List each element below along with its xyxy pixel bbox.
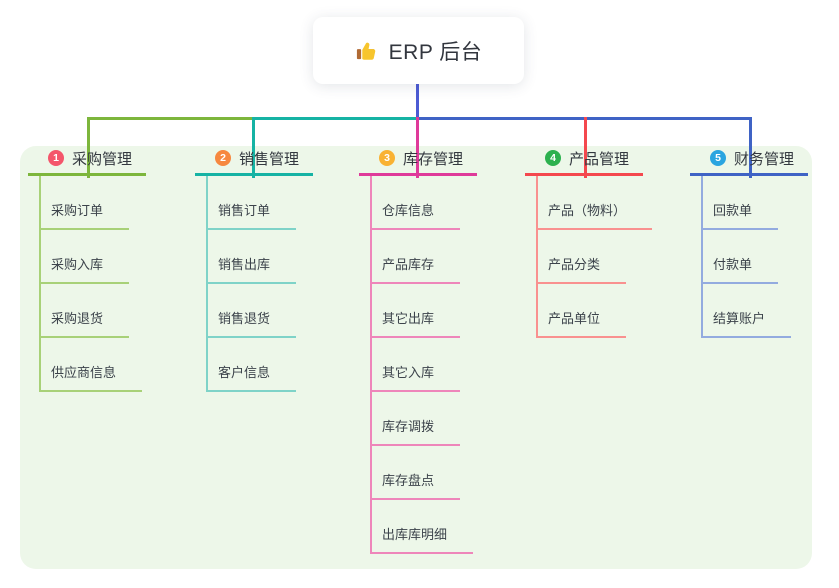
child-node[interactable]: 回款单	[703, 176, 779, 230]
branch-label: 销售管理	[239, 150, 300, 168]
branch-label: 库存管理	[403, 150, 464, 168]
thumbs-up-icon	[355, 39, 378, 62]
child-node-label: 出库库明细	[382, 527, 448, 542]
child-node[interactable]: 采购订单	[41, 176, 130, 230]
branch-2: 2 销售管理 销售订单 销售出库 销售退货 客户信息	[195, 146, 313, 392]
branch-number-badge: 3	[379, 150, 395, 166]
child-node[interactable]: 出库库明细	[372, 500, 474, 554]
child-node[interactable]: 其它入库	[372, 338, 461, 392]
child-node[interactable]: 销售退货	[208, 284, 297, 338]
child-node-label: 销售订单	[218, 203, 271, 218]
branch-header[interactable]: 3 库存管理	[359, 146, 477, 176]
child-node[interactable]: 采购入库	[41, 230, 130, 284]
child-node[interactable]: 供应商信息	[41, 338, 143, 392]
bus-line-segment-1	[87, 117, 254, 120]
child-node-label: 产品库存	[382, 257, 435, 272]
child-node-label: 产品分类	[548, 257, 601, 272]
child-node-label: 仓库信息	[382, 203, 435, 218]
child-node-label: 其它出库	[382, 311, 435, 326]
branch-connector-line-5	[749, 117, 752, 178]
branch-label: 产品管理	[569, 150, 630, 168]
child-node[interactable]: 库存调拨	[372, 392, 461, 446]
child-node-label: 采购入库	[51, 257, 104, 272]
child-node[interactable]: 库存盘点	[372, 446, 461, 500]
child-node-label: 客户信息	[218, 365, 271, 380]
child-node[interactable]: 付款单	[703, 230, 779, 284]
branch-children: 销售订单 销售出库 销售退货 客户信息	[206, 176, 297, 392]
branch-header[interactable]: 5 财务管理	[690, 146, 808, 176]
child-node-label: 结算账户	[713, 311, 766, 326]
child-node-label: 库存调拨	[382, 419, 435, 434]
child-node-label: 供应商信息	[51, 365, 117, 380]
branch-3: 3 库存管理 仓库信息 产品库存 其它出库 其它入库 库存调拨 库存盘点 出库库…	[359, 146, 477, 554]
root-title: ERP 后台	[388, 40, 483, 64]
bus-line-segment-2	[252, 117, 418, 120]
child-node-label: 回款单	[713, 203, 753, 218]
child-node-label: 产品（物料）	[548, 203, 627, 218]
branch-number-badge: 4	[545, 150, 561, 166]
branch-number-badge: 2	[215, 150, 231, 166]
branch-children: 仓库信息 产品库存 其它出库 其它入库 库存调拨 库存盘点 出库库明细	[370, 176, 474, 554]
child-node-label: 采购退货	[51, 311, 104, 326]
branch-header[interactable]: 1 采购管理	[28, 146, 146, 176]
branch-children: 回款单 付款单 结算账户	[701, 176, 792, 338]
branch-connector-line-3	[416, 117, 419, 178]
child-node-label: 付款单	[713, 257, 753, 272]
branch-children: 采购订单 采购入库 采购退货 供应商信息	[39, 176, 143, 392]
branch-header[interactable]: 2 销售管理	[195, 146, 313, 176]
branch-connector-line-1	[87, 117, 90, 178]
child-node[interactable]: 产品单位	[538, 284, 627, 338]
branch-1: 1 采购管理 采购订单 采购入库 采购退货 供应商信息	[28, 146, 146, 392]
branch-label: 采购管理	[72, 150, 133, 168]
root-node[interactable]: ERP 后台	[313, 17, 524, 84]
child-node[interactable]: 仓库信息	[372, 176, 461, 230]
child-node[interactable]: 销售出库	[208, 230, 297, 284]
branch-connector-line-4	[584, 117, 587, 178]
child-node[interactable]: 产品（物料）	[538, 176, 653, 230]
child-node-label: 产品单位	[548, 311, 601, 326]
branch-4: 4 产品管理 产品（物料） 产品分类 产品单位	[525, 146, 653, 338]
child-node[interactable]: 其它出库	[372, 284, 461, 338]
root-connector-line	[416, 84, 419, 118]
branch-5: 5 财务管理 回款单 付款单 结算账户	[690, 146, 808, 338]
child-node-label: 销售退货	[218, 311, 271, 326]
branch-number-badge: 1	[48, 150, 64, 166]
child-node[interactable]: 客户信息	[208, 338, 297, 392]
child-node[interactable]: 采购退货	[41, 284, 130, 338]
branch-children: 产品（物料） 产品分类 产品单位	[536, 176, 653, 338]
child-node-label: 其它入库	[382, 365, 435, 380]
child-node-label: 销售出库	[218, 257, 271, 272]
child-node[interactable]: 产品库存	[372, 230, 461, 284]
branch-label: 财务管理	[734, 150, 795, 168]
branch-connector-line-2	[252, 117, 255, 178]
child-node-label: 库存盘点	[382, 473, 435, 488]
branch-header[interactable]: 4 产品管理	[525, 146, 643, 176]
child-node[interactable]: 结算账户	[703, 284, 792, 338]
branch-number-badge: 5	[710, 150, 726, 166]
child-node[interactable]: 产品分类	[538, 230, 627, 284]
child-node[interactable]: 销售订单	[208, 176, 297, 230]
child-node-label: 采购订单	[51, 203, 104, 218]
